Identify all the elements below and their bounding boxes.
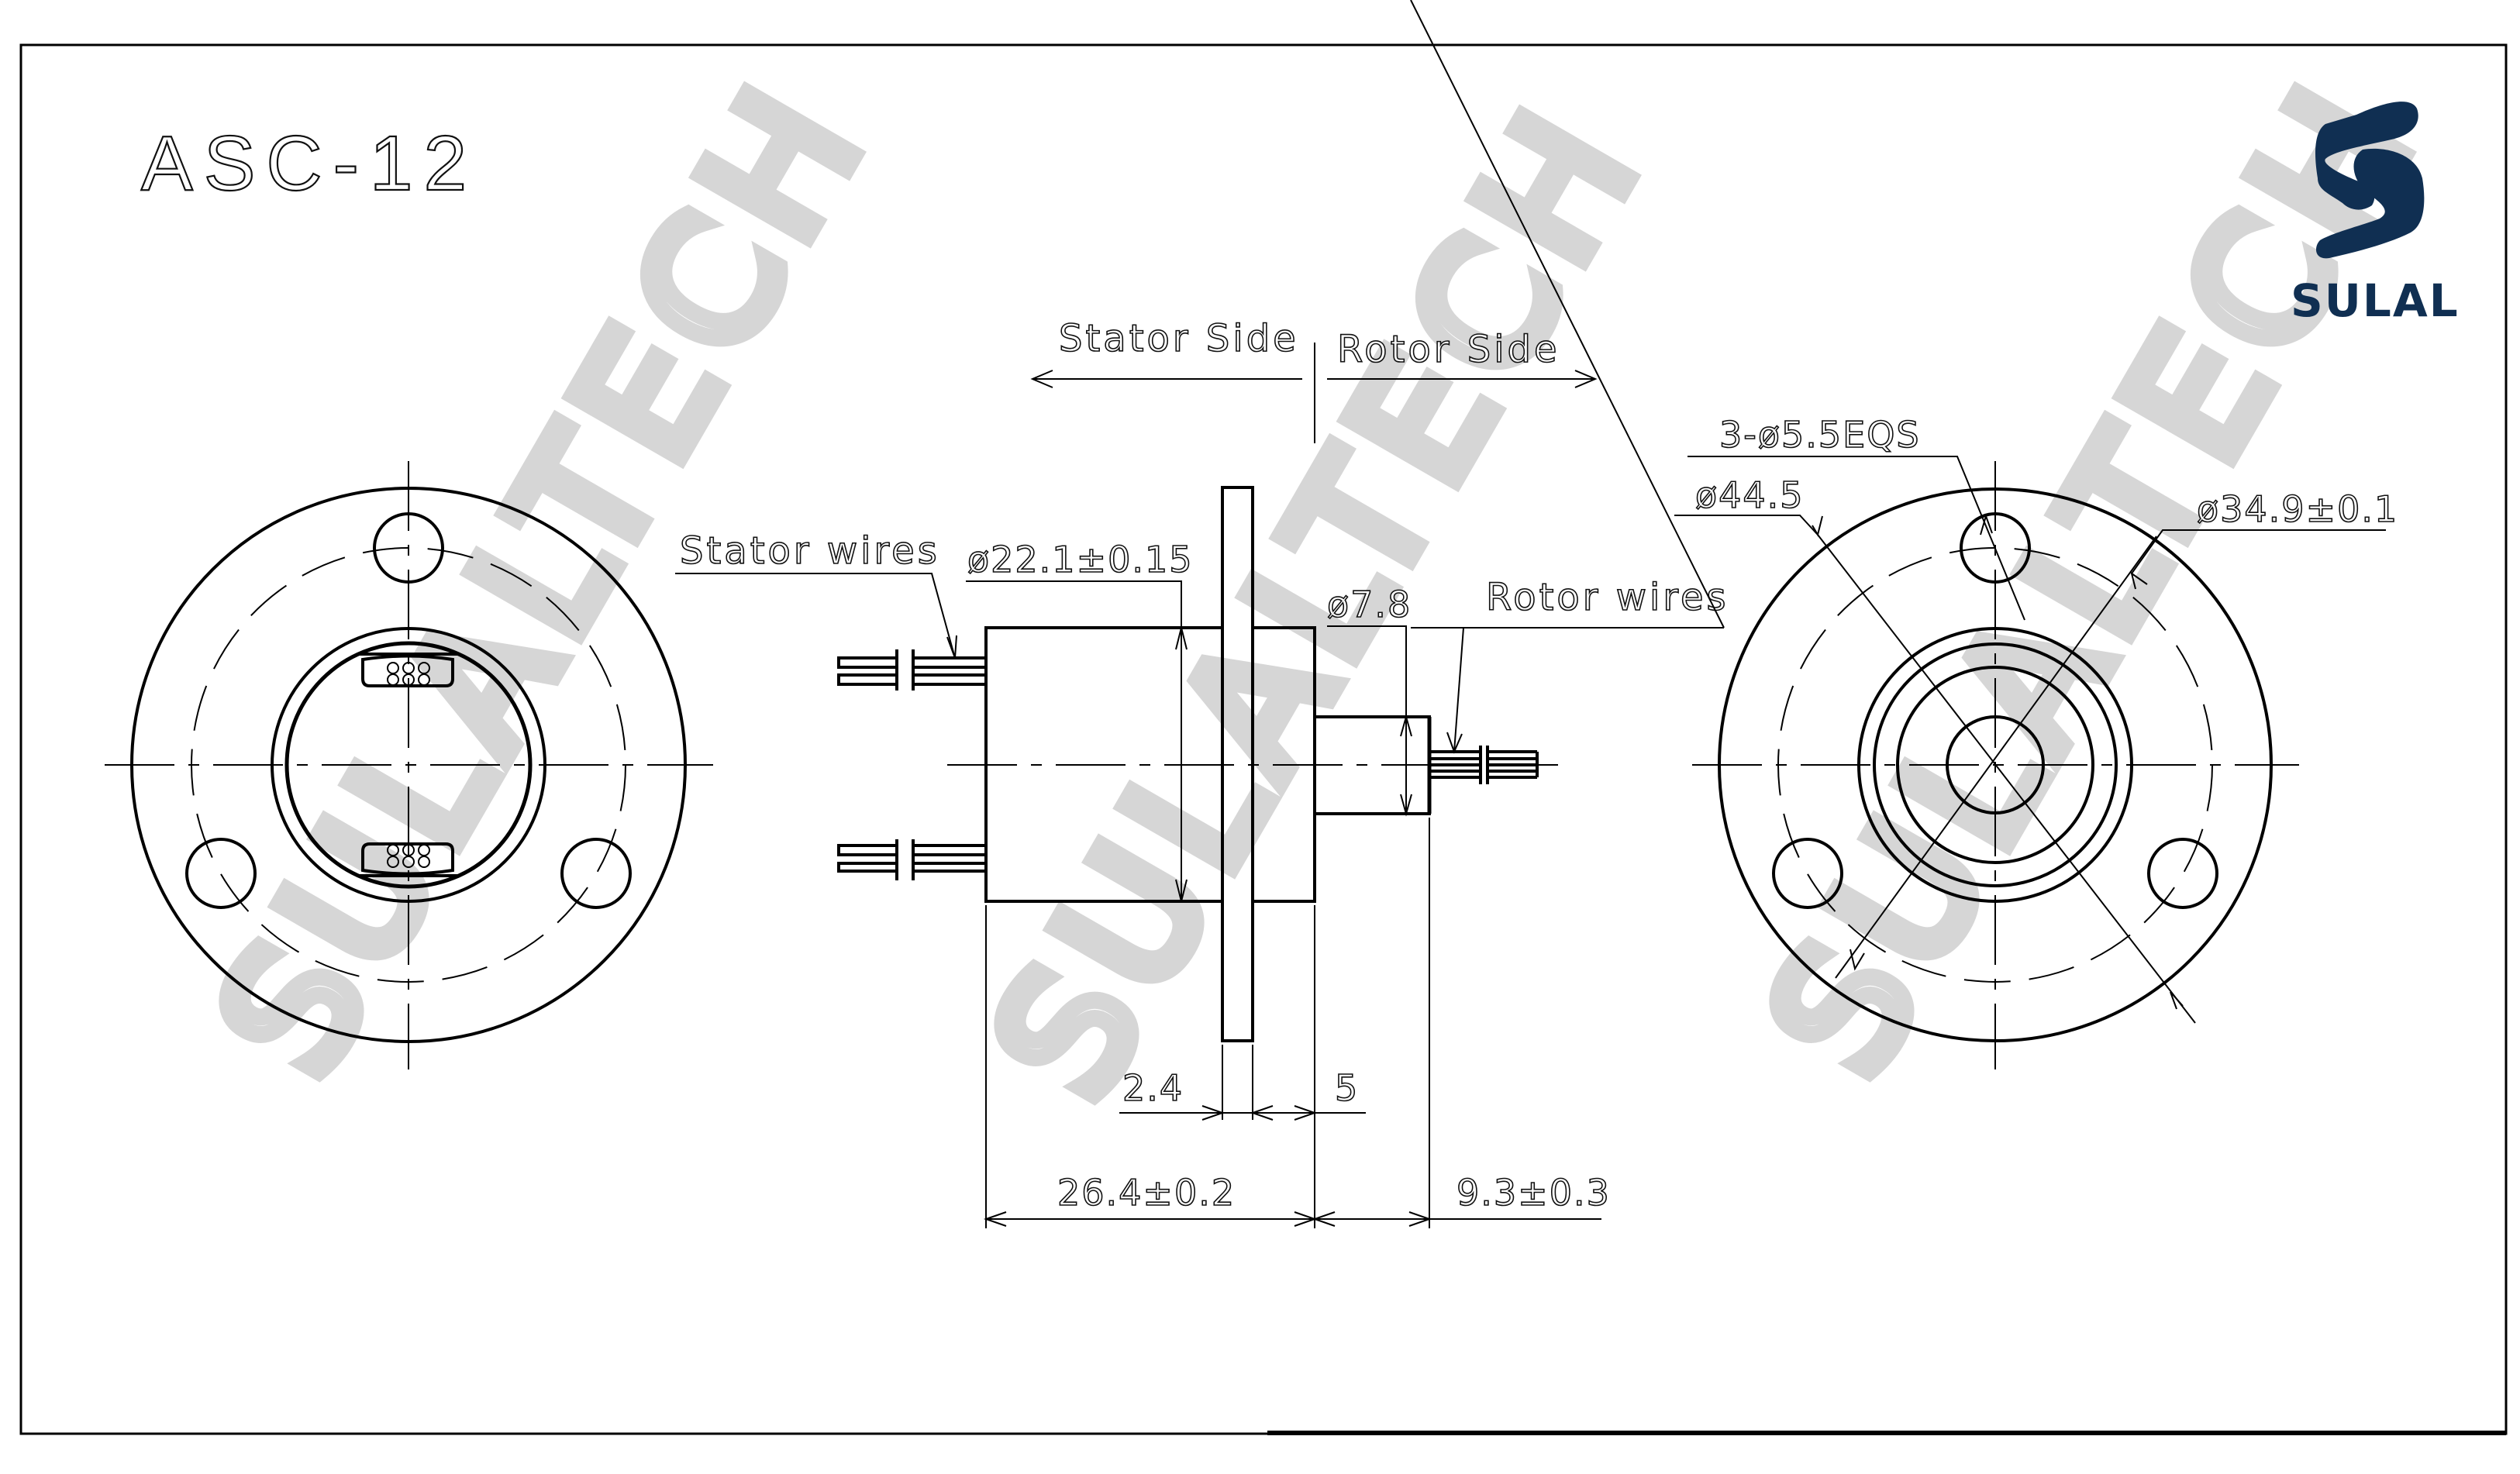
rotor-wires-label: Rotor wires: [1486, 576, 1729, 619]
mount-hole-top: [373, 512, 444, 584]
outer-diameter-dim: ø44.5: [1695, 474, 1805, 516]
shaft-diameter-dim: ø7.8: [1327, 584, 1412, 625]
stator-side-label: Stator Side: [1059, 317, 1299, 360]
stator-wires-label: Stator wires: [680, 529, 940, 573]
mount-hole-left: [185, 838, 257, 909]
collar-inner: [1896, 666, 2094, 864]
shaft-outline: [1946, 715, 2045, 814]
rotor-end-view: 3-ø5.5EQS ø44.5 ø34.9±0.1: [1674, 413, 2398, 1069]
watermark-right: SULALTECH: [1722, 40, 2463, 1114]
s-logo-icon: [2315, 102, 2425, 259]
flange-to-shaft-dim: 5: [1335, 1067, 1359, 1109]
bolt-circle: [191, 547, 626, 983]
rotor-wires: [1429, 746, 1539, 784]
stator-wires-bottom: [837, 839, 986, 880]
flange-thickness-dim: 2.4: [1122, 1067, 1184, 1109]
collar-outline: [1873, 642, 2118, 887]
mount-hole-right: [560, 838, 632, 909]
hole-spec-dim: 3-ø5.5EQS: [1719, 414, 1921, 456]
body-diameter-dim: ø22.1±0.15: [967, 539, 1194, 580]
bolt-circle-dim: ø34.9±0.1: [2197, 488, 2398, 530]
body-length-dim: 26.4±0.2: [1057, 1172, 1236, 1214]
flange-outline: [1718, 487, 2273, 1042]
drawing-border: [19, 43, 2508, 1435]
flange-outline: [130, 487, 687, 1043]
model-title: ASC-12: [141, 120, 477, 207]
body-outline: [271, 627, 546, 903]
shaft-length-dim: 9.3±0.3: [1456, 1172, 1611, 1214]
wire-connector-top: [358, 653, 459, 687]
mount-hole-left: [1772, 838, 1843, 909]
wire-connector-bottom: [358, 842, 459, 877]
stator-wires-top: [837, 649, 986, 691]
svg-text:SULALTECH: SULALTECH: [1731, 49, 2455, 1105]
brand-logo: SULAL: [2291, 102, 2460, 327]
brand-name: SULAL: [2291, 274, 2460, 327]
mount-hole-top: [1960, 512, 2031, 584]
rotor-side-label: Rotor Side: [1337, 328, 1560, 371]
body-outline: [1857, 627, 2133, 903]
side-view: Stator Side Rotor Side: [675, 0, 1729, 1228]
mount-hole-right: [2147, 838, 2218, 909]
body-inner: [284, 641, 533, 889]
mount-flange: [1221, 486, 1254, 1042]
stator-end-view: [105, 461, 713, 1069]
